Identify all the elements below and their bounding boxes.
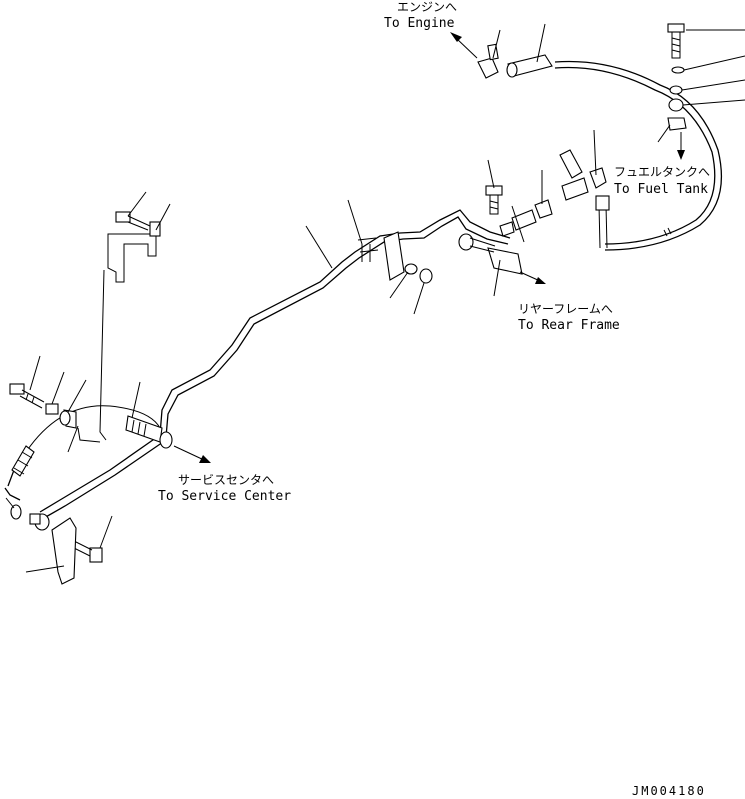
service-center-arrow	[173, 445, 211, 463]
rear-frame-label-en: To Rear Frame	[518, 318, 620, 333]
left-vertical-bracket	[99, 211, 161, 441]
engine-label-en: To Engine	[384, 16, 455, 31]
fuel-tank-label-en: To Fuel Tank	[614, 182, 708, 197]
upper-hose	[554, 60, 723, 251]
middle-bracket	[357, 231, 433, 284]
fitting-icon	[559, 149, 583, 179]
main-fuel-pipe	[4, 209, 511, 519]
bolt-head-icon	[667, 23, 685, 33]
rear-frame-bracket	[458, 233, 523, 275]
hose-fitting-icon	[595, 195, 610, 211]
fuel-tank-label-jp: フュエルタンクへ	[614, 165, 710, 179]
rear-frame-arrow	[519, 271, 546, 284]
leader-lines	[25, 23, 745, 573]
center-right-fittings	[485, 149, 607, 237]
engine-hose-end	[477, 43, 553, 79]
washer-icon	[671, 66, 685, 74]
bolt-head-icon	[89, 547, 103, 563]
clamp-icon	[668, 98, 684, 112]
engine-arrow	[450, 32, 478, 59]
bolt-head-icon	[9, 383, 25, 395]
service-center-label-jp: サービスセンタへ	[178, 473, 274, 487]
service-center-label-en: To Service Center	[158, 489, 291, 504]
upper-right-clamp-parts	[667, 23, 687, 131]
left-hose-and-clamps	[11, 403, 173, 477]
lower-left-bracket	[5, 497, 77, 585]
drawing-code: JM004180	[632, 784, 706, 798]
left-bolts	[9, 383, 103, 563]
engine-label-jp: エンジンへ	[397, 0, 457, 14]
washer-icon	[404, 263, 418, 275]
fuel-tank-arrow	[677, 132, 685, 160]
rear-frame-label-jp: リヤーフレームへ	[518, 302, 613, 316]
